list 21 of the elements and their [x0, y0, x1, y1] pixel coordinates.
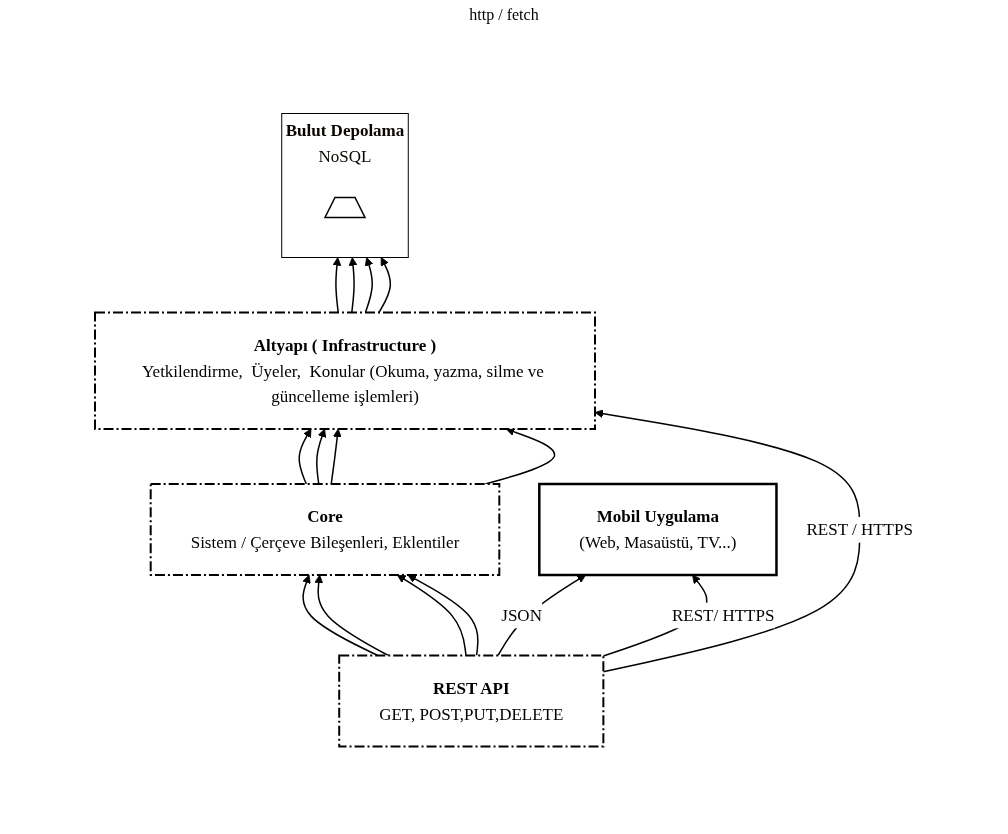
arrow	[364, 257, 374, 314]
edge-label: JSON	[501, 605, 542, 625]
arrow	[302, 574, 379, 657]
arrow	[378, 257, 392, 314]
node-box: Core Sistem / Çerçeve Bileşenleri, Eklentiler	[149, 483, 501, 576]
arrow	[348, 257, 358, 314]
arrow	[314, 574, 390, 657]
edge-label: REST/ HTTPS	[671, 605, 775, 625]
arrow	[298, 428, 312, 485]
arrow	[407, 574, 479, 657]
cluster: Bulut Depolama NoSQL	[281, 113, 409, 258]
side-label: http / fetch	[469, 6, 539, 24]
edge-label: REST / HTTPS	[806, 519, 913, 539]
arrow	[396, 574, 467, 657]
node-box: Altyapı ( Infrastructure ) Yetkilendirme, Üyeler, Konular (Okuma, yazma, silme ve güncelleme işlemleri)	[94, 311, 597, 430]
arrow	[332, 257, 342, 314]
arrow	[316, 428, 327, 485]
arrow	[330, 428, 342, 485]
node-trapezoid	[323, 196, 367, 219]
node-box: Mobil Uygulama (Web, Masaüstü, TV...)	[538, 482, 778, 577]
node-box: REST API GET, POST,PUT,DELETE	[338, 654, 605, 748]
